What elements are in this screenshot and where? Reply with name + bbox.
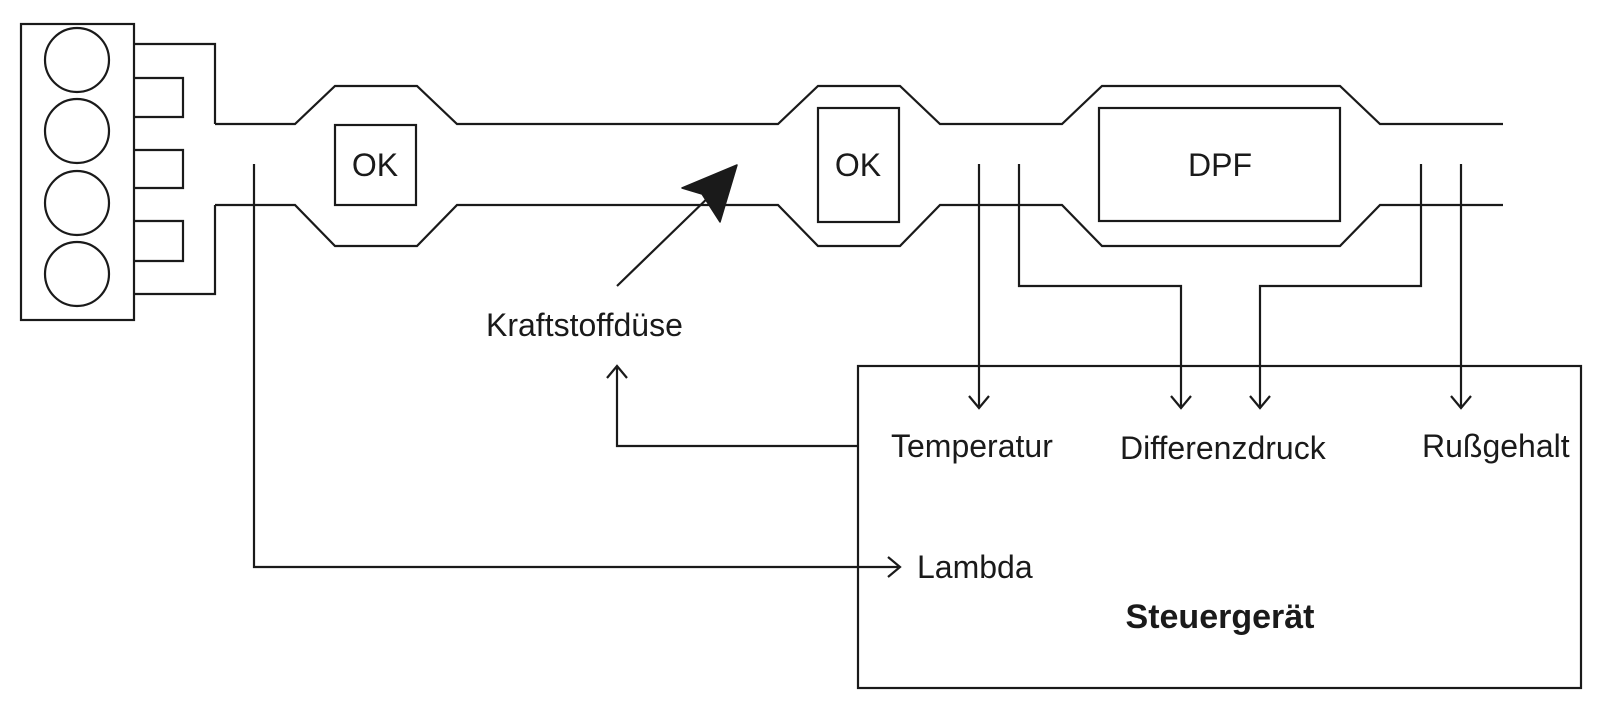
injector-control-arrowhead (606, 364, 628, 379)
cylinder-3 (43, 169, 111, 237)
fuel-injector-arrow (616, 164, 738, 287)
temperature-input-label: Temperatur (891, 428, 1053, 464)
oxidation-catalyst-1-label: OK (352, 147, 398, 183)
oxidation-catalyst-1: OK (333, 123, 418, 207)
differential-pressure-sensor-lines (1017, 164, 1423, 410)
exhaust-pipe-bottom-wall (215, 203, 1503, 248)
cylinder-1 (43, 26, 111, 94)
lambda-sensor-line (252, 164, 902, 578)
control-unit-box (856, 364, 1583, 690)
engine-block (19, 22, 136, 322)
soot-content-input-label: Rußgehalt (1422, 428, 1570, 464)
temperature-sensor-line (968, 164, 990, 410)
exhaust-manifold (134, 42, 217, 296)
control-unit-title: Steuergerät (1126, 598, 1315, 636)
lambda-input-label: Lambda (917, 549, 1033, 585)
particulate-filter-label: DPF (1188, 147, 1252, 183)
oxidation-catalyst-2-label: OK (835, 147, 881, 183)
fuel-injector-arrowhead (681, 164, 738, 223)
cylinder-2 (43, 97, 111, 165)
oxidation-catalyst-2-box (816, 106, 901, 224)
cylinder-4 (43, 240, 111, 308)
exhaust-pipe-top-wall (215, 84, 1503, 126)
oxidation-catalyst-2: OK (816, 106, 901, 224)
differential-pressure-input-label: Differenzdruck (1120, 430, 1327, 466)
injector-control-line (606, 364, 858, 448)
fuel-injector-label: Kraftstoffdüse (486, 307, 683, 343)
oxidation-catalyst-1-box (333, 123, 418, 207)
particulate-filter: DPF (1097, 106, 1342, 223)
soot-sensor-line (1450, 164, 1472, 410)
particulate-filter-box (1097, 106, 1342, 223)
